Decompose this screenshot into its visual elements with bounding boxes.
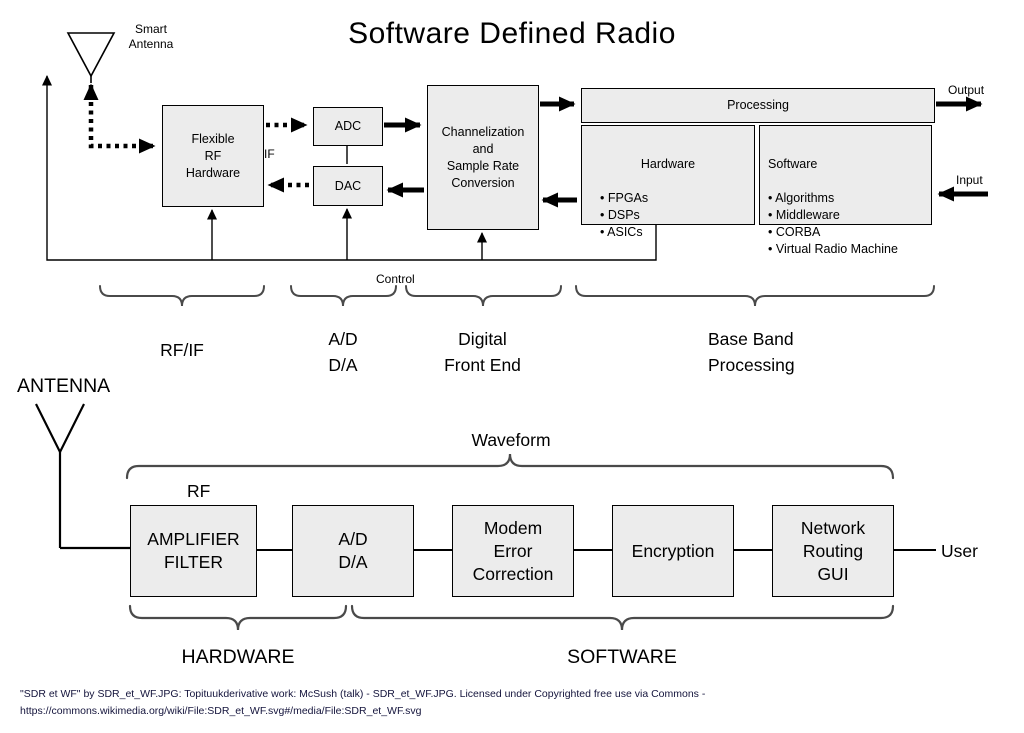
antenna-label: ANTENNA (17, 375, 111, 397)
box-adc: ADC (313, 107, 383, 146)
waveform-brace (125, 453, 895, 480)
control-lines (42, 75, 657, 261)
smart-antenna-label: Smart Antenna (128, 22, 174, 51)
box-dac: DAC (313, 166, 383, 206)
box-processing: Processing (581, 88, 935, 123)
software-box-items: • Algorithms • Middleware • CORBA • Virt… (768, 191, 898, 256)
box-software: Software • Algorithms • Middleware • COR… (759, 125, 932, 256)
user-label: User (941, 541, 978, 561)
control-label: Control (376, 272, 415, 286)
if-label: IF (264, 147, 275, 161)
hardware-section-label: HARDWARE (181, 646, 295, 668)
section-label-ad-da: A/D D/A (328, 329, 358, 375)
box-channelization: Channelization and Sample Rate Conversio… (427, 85, 539, 230)
software-box-title: Software (768, 157, 818, 171)
attribution-line1: "SDR et WF" by SDR_et_WF.JPG: Topituukde… (20, 688, 706, 700)
hardware-brace (128, 604, 348, 631)
signal-flow-arrows (384, 96, 988, 208)
rf-label: RF (187, 481, 211, 501)
section-label-rfif: RF/IF (160, 340, 204, 360)
section-braces (99, 285, 935, 307)
smart-antenna-icon (66, 32, 116, 83)
box-encryption: Encryption (612, 505, 734, 597)
hardware-box-items: • FPGAs • DSPs • ASICs (600, 191, 649, 239)
box-amplifier-filter: AMPLIFIER FILTER (130, 505, 257, 597)
box-network-routing-gui: Network Routing GUI (772, 505, 894, 597)
box-ad-da: A/D D/A (292, 505, 414, 597)
page-title: Software Defined Radio (348, 17, 676, 50)
attribution-line2: https://commons.wikimedia.org/wiki/File:… (20, 705, 422, 717)
output-label: Output (948, 83, 985, 97)
box-flexible-rf-hardware: Flexible RF Hardware (162, 105, 264, 207)
section-label-digital-front-end: Digital Front End (444, 329, 521, 375)
antenna-icon (35, 403, 130, 550)
software-brace (350, 604, 895, 631)
box-modem-error-correction: Modem Error Correction (452, 505, 574, 597)
input-label: Input (956, 173, 983, 187)
software-section-label: SOFTWARE (567, 646, 677, 668)
waveform-label: Waveform (471, 430, 551, 450)
box-hardware: Hardware • FPGAs • DSPs • ASICs (581, 125, 755, 239)
dotted-signal-arrows (83, 83, 309, 193)
section-label-base-band-processing: Base Band Processing (708, 329, 795, 375)
hardware-box-title: Hardware (640, 157, 696, 171)
